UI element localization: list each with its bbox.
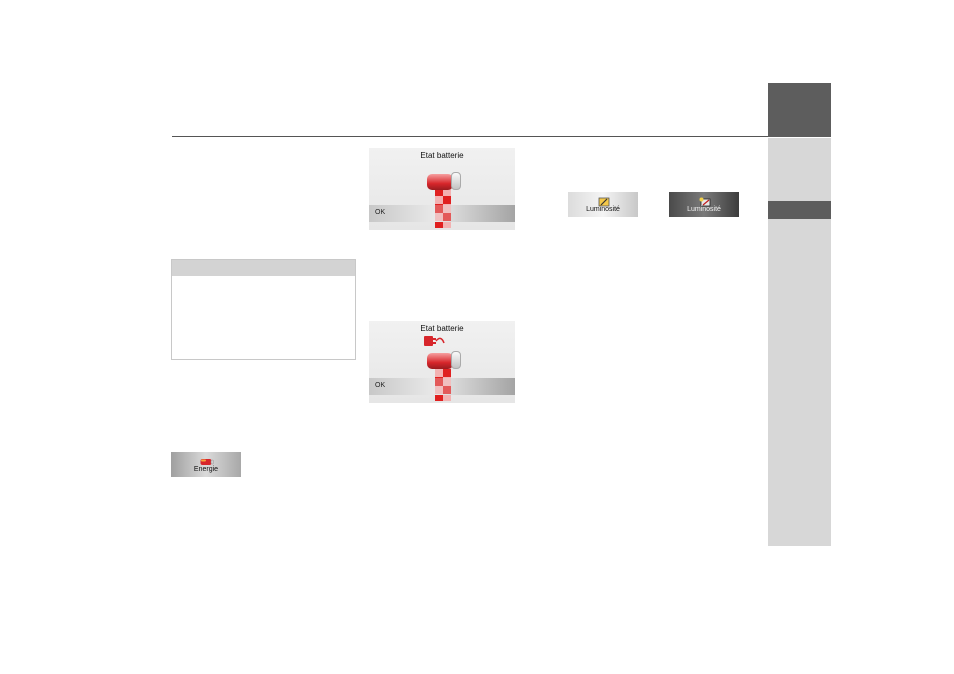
checker-pattern-overlay — [435, 378, 451, 395]
brightness-day-button[interactable]: Luminosité — [568, 192, 638, 217]
brightness-night-label: Luminosité — [687, 206, 721, 213]
battery-icon — [427, 349, 461, 373]
screen-title: Etat batterie — [420, 151, 464, 160]
battery-icon — [427, 170, 461, 194]
brightness-night-button[interactable]: Luminosité — [669, 192, 739, 217]
brightness-day-label: Luminosité — [586, 206, 620, 213]
battery-icon — [200, 454, 214, 465]
brightness-day-icon — [598, 194, 610, 207]
screen-title: Etat batterie — [420, 324, 464, 333]
brightness-night-icon — [699, 194, 711, 207]
ok-button[interactable]: OK — [375, 382, 386, 389]
battery-status-screen: Etat batterie OK — [369, 148, 515, 230]
chapter-tab-marker — [768, 201, 831, 219]
chapter-tab-top — [768, 83, 831, 137]
checker-pattern-overlay — [435, 205, 451, 222]
power-plug-icon — [424, 334, 446, 346]
battery-charging-screen: Etat batterie OK — [369, 321, 515, 403]
ok-button[interactable]: OK — [375, 209, 386, 216]
header-rule — [172, 136, 768, 137]
note-box-header — [172, 260, 355, 276]
energy-label: Energie — [193, 466, 219, 473]
energy-button[interactable]: Energie — [171, 452, 241, 477]
note-box — [171, 259, 356, 360]
chapter-side-tab — [768, 138, 831, 546]
